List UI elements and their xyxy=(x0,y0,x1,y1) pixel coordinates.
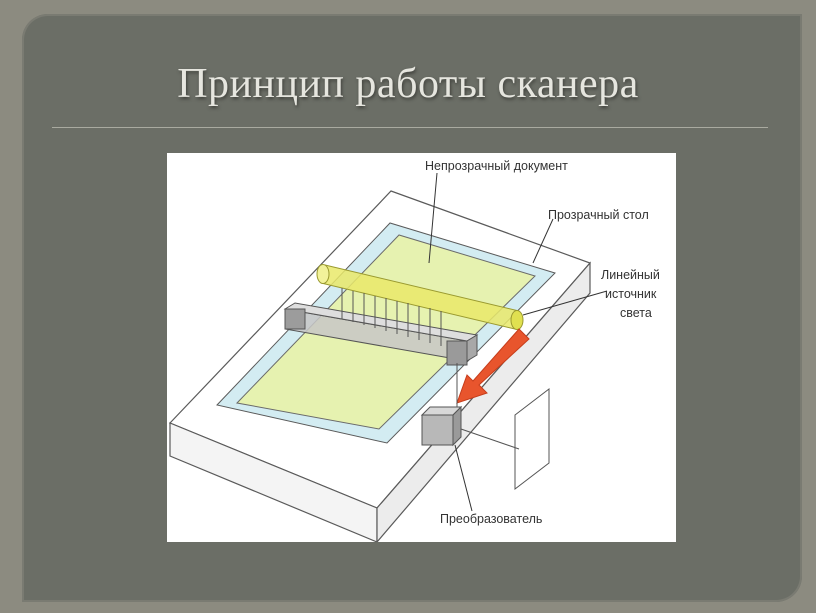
scan-carriage xyxy=(283,302,479,366)
converter-block xyxy=(420,405,463,447)
label-light-source-2: источник xyxy=(605,287,657,301)
leader-lines xyxy=(428,172,608,512)
title-divider xyxy=(52,127,768,128)
scan-direction-arrow xyxy=(456,328,530,404)
label-light-source-1: Линейный xyxy=(601,268,660,282)
output-line xyxy=(460,428,520,450)
label-light-source-3: света xyxy=(620,306,652,320)
label-opaque-document: Непрозрачный документ xyxy=(425,159,568,173)
label-converter: Преобразователь xyxy=(440,512,542,526)
output-image-sheet xyxy=(514,387,550,491)
slide-title: Принцип работы сканера xyxy=(177,61,639,107)
label-transparent-glass: Прозрачный стол xyxy=(548,208,649,222)
scanner-diagram: Непрозрачный документ Прозрачный стол Ли… xyxy=(167,153,676,542)
linear-light-source xyxy=(316,264,524,346)
